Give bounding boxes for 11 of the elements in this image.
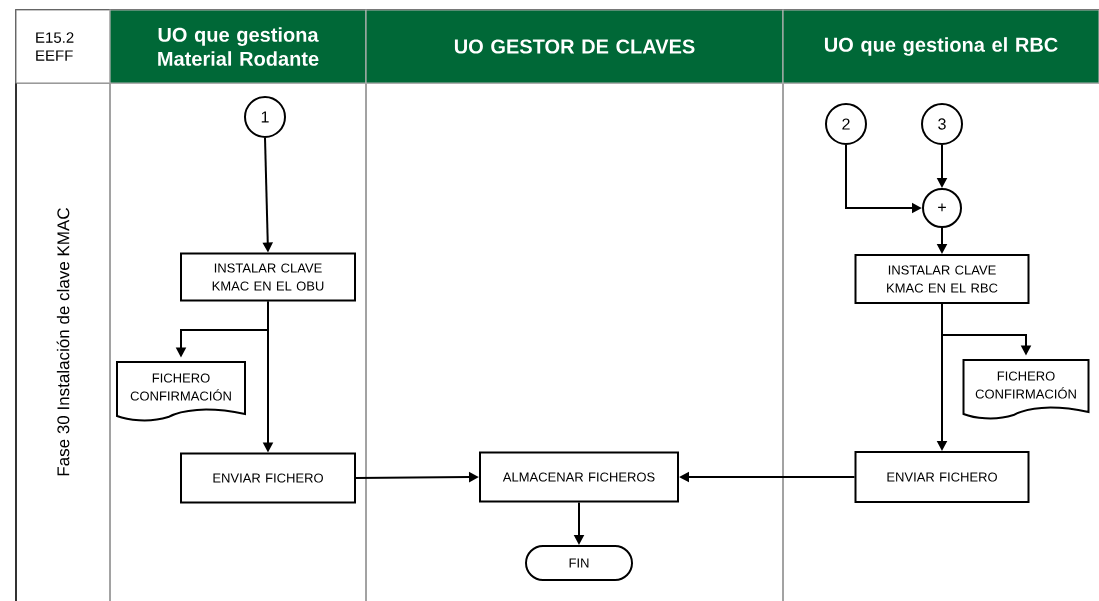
process-box: INSTALAR CLAVE KMAC EN EL RBC	[854, 254, 1030, 304]
process-box: ENVIAR FICHERO	[854, 451, 1030, 503]
header-cell: E15.2 EEFF	[15, 9, 111, 84]
process-box: ENVIAR FICHERO	[180, 452, 356, 504]
lane-header: UO que gestiona el RBC	[782, 9, 1099, 84]
terminator: FIN	[525, 545, 633, 581]
process-box: INSTALAR CLAVE KMAC EN EL OBU	[180, 252, 356, 302]
lane-header: UO GESTOR DE CLAVES	[365, 9, 784, 84]
process-box: ALMACENAR FICHEROS	[479, 451, 679, 503]
phase-label: Fase 30 Instalación de clave KMAC	[56, 208, 70, 476]
lane-header: UO que gestiona Material Rodante	[109, 9, 367, 84]
